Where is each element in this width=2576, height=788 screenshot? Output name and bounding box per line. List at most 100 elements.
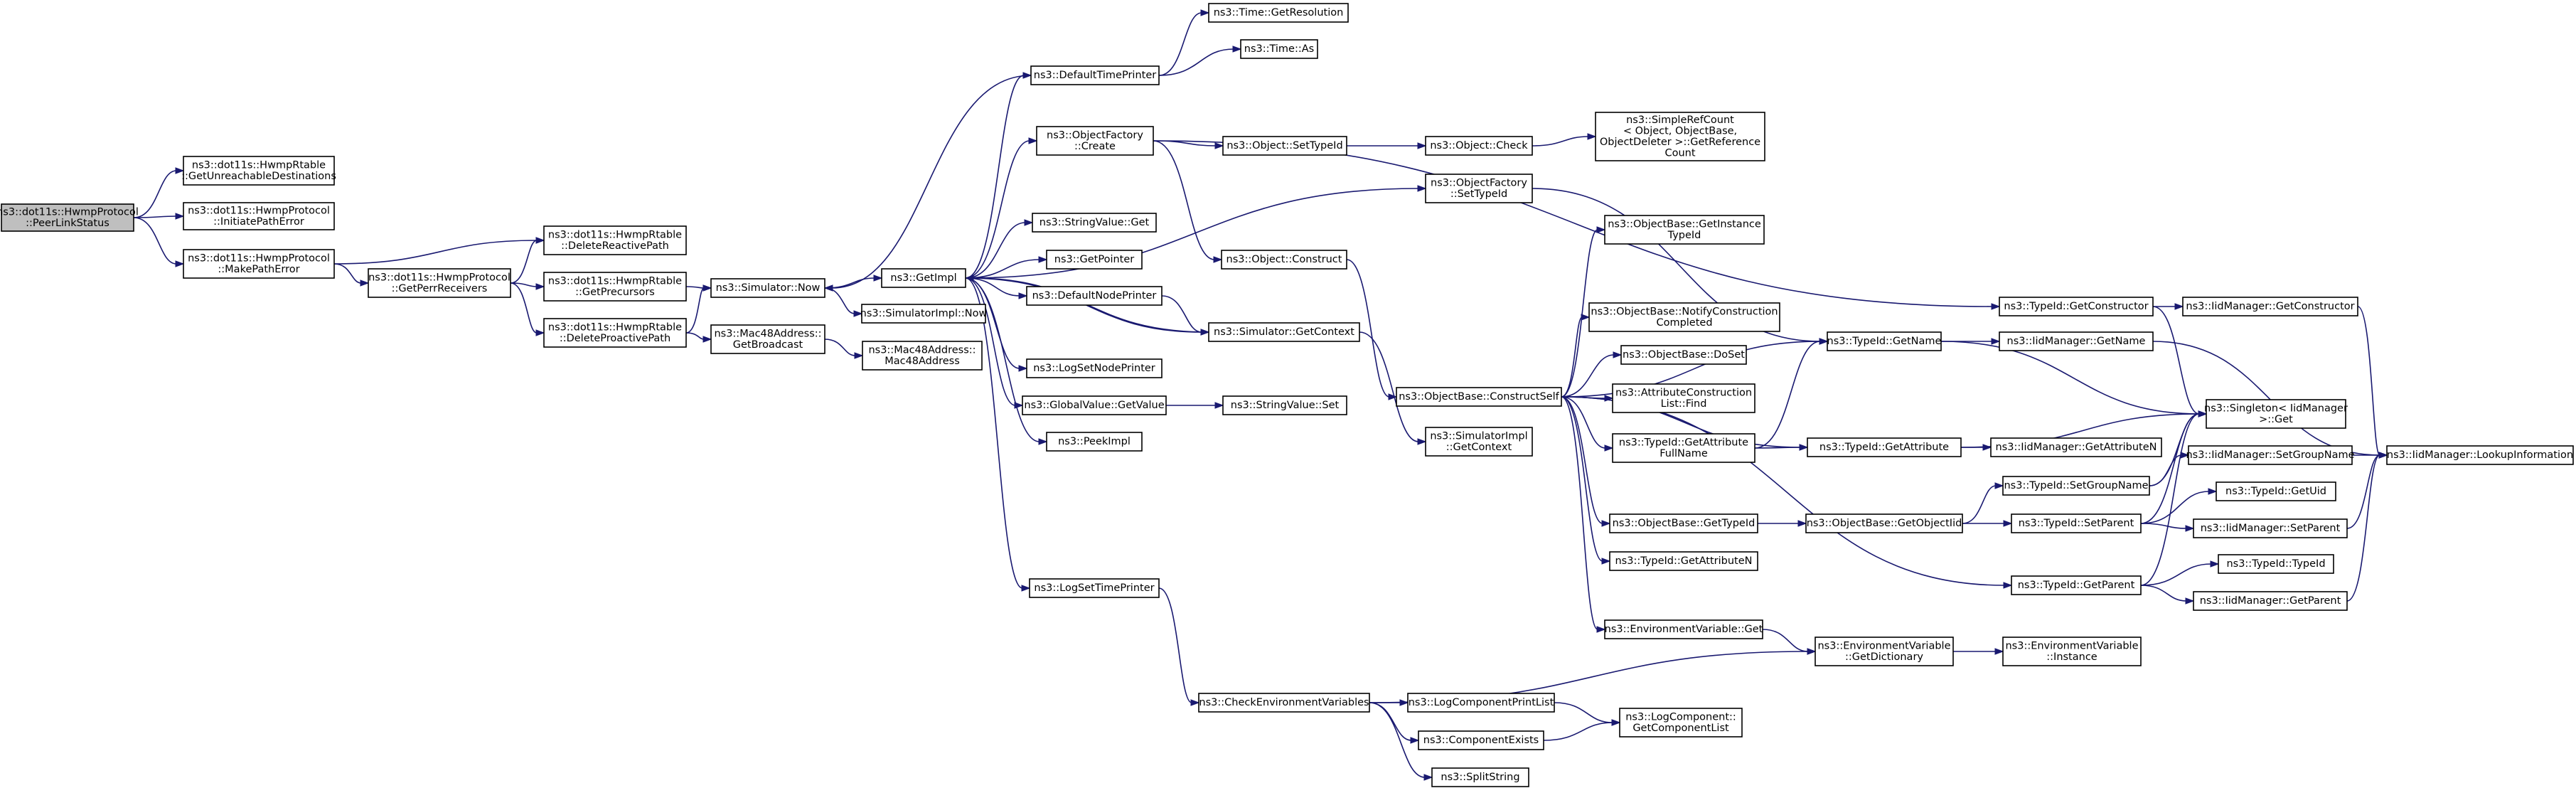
node-componentexists[interactable]: ns3::ComponentExists [1418,730,1544,750]
node-makepatherror[interactable]: ns3::dot11s::HwmpProtocol::MakePathError [183,249,335,279]
node-logsetnodeprinter[interactable]: ns3::LogSetNodePrinter [1026,358,1163,378]
call-edge-getobjectiid-to-setgroupname [1962,482,2004,524]
node-label: ns3::TypeId::SetParent [2019,518,2134,529]
node-stringvalueset[interactable]: ns3::StringValue::Set [1222,395,1347,415]
node-initiatepatherror[interactable]: ns3::dot11s::HwmpProtocol::InitiatePathE… [183,202,335,230]
node-getperrreceivers[interactable]: ns3::dot11s::HwmpProtocol::GetPerrReceiv… [368,268,511,298]
node-label: ns3::StringValue::Set [1231,400,1340,411]
node-iidmanagergetparent[interactable]: ns3::IidManager::GetParent [2193,591,2348,611]
node-envgetdictionary[interactable]: ns3::EnvironmentVariable::GetDictionary [1815,637,1954,666]
node-getbroadcast[interactable]: ns3::Mac48Address::GetBroadcast [710,324,825,354]
node-simplerefcount[interactable]: ns3::SimpleRefCount< Object, ObjectBase,… [1595,112,1765,161]
call-edge-constructself-to-getattributefullname [1561,396,1614,452]
node-getimpl[interactable]: ns3::GetImpl [881,268,966,288]
node-typeidgetname[interactable]: ns3::TypeId::GetName [1827,331,1942,351]
node-splitstring[interactable]: ns3::SplitString [1431,767,1529,787]
node-typeidgetconstructor[interactable]: ns3::TypeId::GetConstructor [1999,297,2154,316]
node-globalvaluegetvalue[interactable]: ns3::GlobalValue::GetValue [1022,395,1167,415]
node-envget[interactable]: ns3::EnvironmentVariable::Get [1604,619,1763,639]
call-edge-logcomponentprintlist-to-getcomponentlist [1554,702,1621,726]
node-typeidgetparent[interactable]: ns3::TypeId::GetParent [2011,575,2142,595]
call-edge-getperrreceivers-to-getprecursors [510,282,545,290]
node-label: ns3::ObjectBase::GetObjectIid [1807,518,1962,529]
call-edge-objectbasegettypeid-to-getobjectiid [1758,520,1807,527]
node-label: ns3::DefaultTimePrinter [1034,70,1156,81]
node-iidmanagersetgroupname[interactable]: ns3::IidManager::SetGroupName [2186,445,2355,465]
node-label: ns3::IidManager::SetGroupName [2186,449,2354,461]
node-lookupinformation[interactable]: ns3::IidManager::LookupInformation [2386,445,2574,465]
node-objfactorycreate[interactable]: ns3::ObjectFactory::Create [1036,126,1154,156]
node-typeidgetuid[interactable]: ns3::TypeId::GetUid [2216,481,2336,501]
node-getcomponentlist[interactable]: ns3::LogComponent::GetComponentList [1619,708,1743,738]
call-edge-typeidgetparent-to-singletonget [2140,410,2208,586]
node-getobjectiid[interactable]: ns3::ObjectBase::GetObjectIid [1805,513,1963,533]
node-getresolution[interactable]: ns3::Time::GetResolution [1208,3,1349,23]
node-iidmanagersetparent[interactable]: ns3::IidManager::SetParent [2193,518,2348,538]
node-simimplgetcontext[interactable]: ns3::SimulatorImpl::GetContext [1425,427,1533,457]
node-getunreachable[interactable]: ns3::dot11s::HwmpRtable::GetUnreachableD… [181,156,336,186]
node-label: ns3::ComponentExists [1423,735,1539,746]
node-constructself[interactable]: ns3::ObjectBase::ConstructSelf [1396,387,1562,407]
node-label: ns3::SimulatorImpl [1430,430,1527,442]
node-label: ::DeleteProactivePath [560,333,670,344]
node-iidmanagergetattributen[interactable]: ns3::IidManager::GetAttributeN [1990,437,2162,457]
node-label: ::SetTypeId [1450,188,1507,200]
call-edge-typeidgetconstructor-to-singletonget [2152,306,2208,417]
node-label: ::Create [1074,141,1116,152]
call-edge-constructself-to-doset [1561,351,1623,398]
node-simimplnow[interactable]: ns3::SimulatorImpl::Now [860,304,988,324]
node-label: ns3::SimpleRefCount [1626,115,1734,126]
node-defaultnodeprinter[interactable]: ns3::DefaultNodePrinter [1026,286,1163,306]
node-objfactorysettypeid[interactable]: ns3::ObjectFactory::SetTypeId [1425,174,1533,203]
node-notifyconstruction[interactable]: ns3::ObjectBase::NotifyConstructionCompl… [1588,302,1780,332]
node-typeidsetparent[interactable]: ns3::TypeId::SetParent [2011,513,2142,533]
call-edge-logsettimeprinter-to-checkenvvars [1158,587,1200,706]
node-getpointer[interactable]: ns3::GetPointer [1046,250,1143,270]
call-edge-getimpl-to-objfactorycreate [965,137,1038,279]
node-label: ns3::TypeId::SetGroupName [2004,480,2148,491]
node-simnow[interactable]: ns3::Simulator::Now [710,278,825,298]
node-typeidtypeid[interactable]: ns3::TypeId::TypeId [2218,554,2334,574]
node-stringvalueget[interactable]: ns3::StringValue::Get [1032,213,1157,233]
node-objectcheck[interactable]: ns3::Object::Check [1425,136,1533,156]
node-deleteproactivepath[interactable]: ns3::dot11s::HwmpRtable::DeleteProactive… [543,318,687,348]
node-getattributen[interactable]: ns3::TypeId::GetAttributeN [1609,551,1758,571]
node-setgroupname[interactable]: ns3::TypeId::SetGroupName [2002,476,2150,496]
node-label: GetComponentList [1632,723,1729,734]
node-envinstance[interactable]: ns3::EnvironmentVariable::Instance [2002,637,2142,666]
node-doset[interactable]: ns3::ObjectBase::DoSet [1620,345,1747,365]
node-iidmanagergetconstructor[interactable]: ns3::IidManager::GetConstructor [2182,297,2358,316]
node-defaulttimeprinter[interactable]: ns3::DefaultTimePrinter [1030,65,1160,85]
node-singletonget[interactable]: ns3::Singleton< IidManager>::Get [2204,399,2348,429]
node-timeas[interactable]: ns3::Time::As [1240,39,1318,59]
node-label: ::GetUnreachableDestinations [181,171,336,182]
node-label: ns3::TypeId::GetAttributeN [1615,555,1752,567]
node-label: ns3::EnvironmentVariable [1817,640,1950,651]
node-logcomponentprintlist[interactable]: ns3::LogComponentPrintList [1407,693,1555,713]
node-objectconstruct[interactable]: ns3::Object::Construct [1221,250,1347,270]
call-edge-objectsettypeid-to-objectcheck [1347,142,1427,149]
node-typeidgetattribute[interactable]: ns3::TypeId::GetAttribute [1807,437,1962,457]
node-peerlinkstatus[interactable]: ns3::dot11s::HwmpProtocol::PeerLinkStatu… [0,203,139,232]
node-label: ns3::TypeId::GetParent [2018,580,2135,591]
node-logsettimeprinter[interactable]: ns3::LogSetTimePrinter [1029,578,1160,598]
node-deletereactivepath[interactable]: ns3::dot11s::HwmpRtable::DeleteReactiveP… [543,225,687,255]
node-label: ns3::Object::Check [1430,140,1528,151]
node-getprecursors[interactable]: ns3::dot11s::HwmpRtable::GetPrecursors [543,272,687,302]
node-mac48ctor[interactable]: ns3::Mac48Address::Mac48Address [862,341,983,371]
call-edge-getattributefullname-to-typeidgetname [1754,338,1829,449]
node-objectbasegettypeid[interactable]: ns3::ObjectBase::GetTypeId [1609,513,1758,533]
node-iidmanagergetname[interactable]: ns3::IidManager::GetName [1999,331,2154,351]
call-edge-globalvaluegetvalue-to-stringvalueset [1166,402,1224,409]
node-peekimpl[interactable]: ns3::PeekImpl [1046,432,1143,452]
node-simgetcontext[interactable]: ns3::Simulator::GetContext [1208,322,1360,342]
call-edge-getbroadcast-to-mac48ctor [824,339,864,359]
node-label: ns3::EnvironmentVariable::Get [1605,624,1763,635]
call-edge-simgetcontext-to-simimplgetcontext [1359,331,1427,445]
node-checkenvvars[interactable]: ns3::CheckEnvironmentVariables [1198,693,1370,713]
call-edge-getperrreceivers-to-deletereactivepath [510,237,545,284]
node-objectsettypeid[interactable]: ns3::Object::SetTypeId [1222,136,1347,156]
